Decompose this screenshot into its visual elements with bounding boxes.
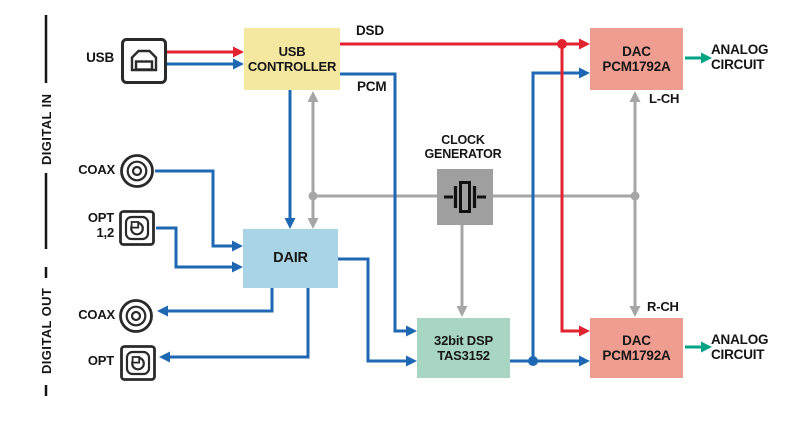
pcm-junction-dot [528, 356, 538, 366]
dsd-label: DSD [356, 23, 384, 38]
crystal-oscillator-icon [444, 181, 486, 213]
usb-controller-label-line1: USB [278, 44, 306, 59]
dair-to-coaxout-line [157, 288, 274, 317]
coax-out-connector-icon [119, 299, 153, 333]
dac-left-label-line1: DAC [622, 44, 651, 59]
opt-out-connector-icon [120, 345, 156, 381]
analog-circuit-top-label: ANALOG CIRCUIT [711, 42, 768, 72]
dsd-to-dacr-line [560, 44, 590, 337]
dair-block: DAIR [243, 229, 338, 288]
usb-label: USB [86, 50, 114, 65]
usb-connector-icon [121, 38, 167, 84]
dsp-to-dacl-line [531, 67, 590, 361]
dac-right-label-line2: PCM1792A [602, 348, 671, 363]
pcm-to-dsp-line [340, 72, 417, 337]
opt-in-label-line1: OPT [87, 210, 114, 225]
l-ch-label: L-CH [649, 91, 680, 106]
coaxin-to-dair-line [155, 169, 243, 252]
opt-out-label: OPT [87, 353, 114, 368]
usb-controller-block: USB CONTROLLER [244, 28, 340, 90]
clock-junction-right-dot [630, 191, 640, 201]
clock-caption-line1: CLOCK [441, 133, 485, 147]
analog-bottom-line1: ANALOG [711, 332, 769, 347]
clock-generator-caption: CLOCK GENERATOR [403, 133, 523, 161]
dac-right-block: DAC PCM1792A [590, 318, 683, 378]
dair-label: DAIR [273, 250, 308, 266]
analog-top-line2: CIRCUIT [711, 57, 765, 72]
pcm-label: PCM [357, 79, 387, 94]
dair-to-optout-line [159, 288, 310, 363]
digital-in-label: DIGITAL IN [39, 93, 54, 166]
r-ch-label: R-CH [647, 299, 679, 314]
optin-to-dair-line [156, 226, 243, 273]
clock-generator-block [437, 169, 493, 225]
coax-in-label: COAX [78, 162, 115, 177]
dac-left-label-line2: PCM1792A [602, 59, 671, 74]
opt-in-label-line2: 1,2 [96, 224, 115, 240]
coax-in-connector-icon [120, 154, 154, 188]
opt-in-connector-icon [119, 210, 155, 246]
dair-to-dsp-line [338, 257, 417, 367]
digital-out-label: DIGITAL OUT [39, 287, 54, 375]
coax-out-label: COAX [78, 307, 115, 322]
dsp-label-line1: 32bit DSP [434, 333, 493, 348]
dsp-label-line2: TAS3152 [437, 348, 490, 363]
analog-bottom-line2: CIRCUIT [711, 347, 765, 362]
opt-in-label: OPT 1,2 [72, 210, 115, 240]
clock-junction-left-dot [308, 191, 318, 201]
dsp-block: 32bit DSP TAS3152 [417, 318, 510, 378]
analog-top-line1: ANALOG [711, 42, 769, 57]
dsd-junction-dot [557, 39, 567, 49]
dac-left-block: DAC PCM1792A [590, 28, 683, 90]
dac-right-label-line1: DAC [622, 333, 651, 348]
analog-circuit-bottom-label: ANALOG CIRCUIT [711, 332, 768, 362]
usb-controller-label-line2: CONTROLLER [247, 59, 337, 74]
clock-caption-line2: GENERATOR [424, 147, 502, 161]
